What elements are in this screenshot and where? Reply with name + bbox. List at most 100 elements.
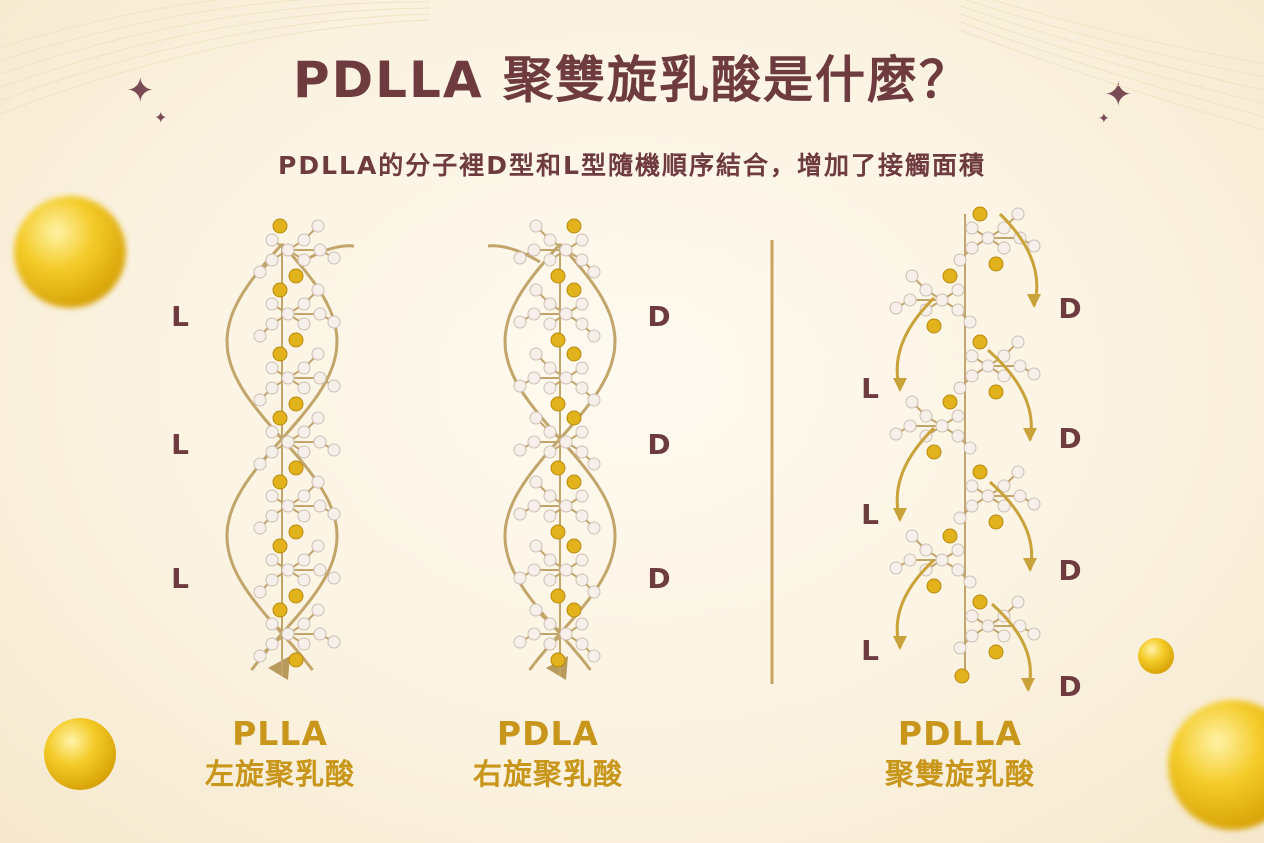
pearl-atom bbox=[587, 329, 601, 343]
pearl-atom bbox=[997, 369, 1011, 383]
gold-atom bbox=[550, 588, 566, 604]
pearl-atom bbox=[1013, 489, 1027, 503]
pearl-atom bbox=[281, 307, 295, 321]
pearl-atom bbox=[559, 499, 573, 513]
helix-strand bbox=[503, 243, 617, 671]
pearl-atom bbox=[559, 435, 573, 449]
gold-atom bbox=[942, 268, 958, 284]
gold-atom bbox=[566, 602, 582, 618]
background-curve bbox=[0, 19, 431, 115]
background-curve bbox=[959, 13, 1264, 104]
arrowhead-icon bbox=[893, 508, 907, 522]
pearl-atom bbox=[587, 457, 601, 471]
pearl-atom bbox=[281, 371, 295, 385]
pearl-atom bbox=[313, 563, 327, 577]
pearl-atom bbox=[297, 489, 311, 503]
pearl-atom bbox=[1011, 207, 1025, 221]
pearl-atom bbox=[587, 585, 601, 599]
pearl-atom bbox=[265, 361, 279, 375]
pearl-atom bbox=[543, 489, 557, 503]
gold-atom bbox=[566, 282, 582, 298]
pearl-atom bbox=[935, 553, 949, 567]
background-curve bbox=[991, 0, 1264, 65]
pearl-atom bbox=[587, 265, 601, 279]
pearl-atom bbox=[587, 393, 601, 407]
pearl-atom bbox=[1011, 595, 1025, 609]
gold-sphere bbox=[14, 196, 126, 308]
pdlla-label-d-1: D bbox=[1058, 292, 1081, 325]
pdlla-label-d-2: D bbox=[1058, 422, 1081, 455]
pearl-atom bbox=[529, 347, 543, 361]
pearl-atom bbox=[529, 219, 543, 233]
gold-atom bbox=[550, 396, 566, 412]
pearl-atom bbox=[253, 457, 267, 471]
pearl-atom bbox=[575, 617, 589, 631]
pearl-atom bbox=[311, 219, 325, 233]
pearl-atom bbox=[297, 425, 311, 439]
pearl-atom bbox=[265, 233, 279, 247]
pearl-atom bbox=[281, 499, 295, 513]
pearl-atom bbox=[543, 317, 557, 331]
pearl-atom bbox=[281, 243, 295, 257]
gold-atom bbox=[272, 474, 288, 490]
pearl-atom bbox=[265, 425, 279, 439]
pearl-atom bbox=[951, 429, 965, 443]
pearl-atom bbox=[513, 507, 527, 521]
background-curve bbox=[0, 13, 431, 102]
pearl-atom bbox=[513, 571, 527, 585]
pearl-atom bbox=[905, 269, 919, 283]
gold-atom bbox=[550, 460, 566, 476]
pearl-atom bbox=[903, 293, 917, 307]
pearl-atom bbox=[313, 627, 327, 641]
pearl-atom bbox=[575, 509, 589, 523]
pearl-atom bbox=[297, 637, 311, 651]
arrowhead-icon bbox=[1023, 428, 1037, 442]
pearl-atom bbox=[889, 427, 903, 441]
pearl-atom bbox=[297, 509, 311, 523]
pearl-atom bbox=[1027, 367, 1041, 381]
page-title: PDLLA 聚雙旋乳酸是什麼？ bbox=[293, 51, 971, 109]
pearl-atom bbox=[527, 563, 541, 577]
pearl-atom bbox=[963, 575, 977, 589]
pearl-atom bbox=[527, 371, 541, 385]
gold-sphere bbox=[44, 718, 116, 790]
pearl-atom bbox=[575, 637, 589, 651]
pearl-atom bbox=[997, 349, 1011, 363]
arrowhead-icon bbox=[1023, 558, 1037, 572]
background-curve bbox=[959, 5, 1264, 91]
pearl-atom bbox=[963, 441, 977, 455]
pearl-atom bbox=[327, 635, 341, 649]
gold-atom bbox=[942, 528, 958, 544]
pearl-atom bbox=[951, 303, 965, 317]
gold-atom bbox=[272, 538, 288, 554]
pearl-atom bbox=[513, 379, 527, 393]
pearl-atom bbox=[1011, 465, 1025, 479]
pearl-atom bbox=[919, 303, 933, 317]
pearl-atom bbox=[965, 221, 979, 235]
gold-atom bbox=[926, 318, 942, 334]
pearl-atom bbox=[513, 635, 527, 649]
pearl-atom bbox=[311, 283, 325, 297]
pearl-atom bbox=[265, 253, 279, 267]
pdla-chinese-name: 右旋聚乳酸 bbox=[472, 757, 623, 791]
pearl-atom bbox=[575, 573, 589, 587]
pdla-name: PDLA bbox=[496, 714, 600, 753]
gold-atom bbox=[972, 594, 988, 610]
pearl-atom bbox=[543, 297, 557, 311]
pearl-atom bbox=[963, 315, 977, 329]
pdla-label-1: D bbox=[647, 300, 670, 333]
pearl-atom bbox=[265, 637, 279, 651]
gold-atom bbox=[988, 256, 1004, 272]
gold-sphere bbox=[1168, 700, 1264, 830]
pearl-atom bbox=[965, 629, 979, 643]
pdla-label-3: D bbox=[647, 562, 670, 595]
pearl-atom bbox=[327, 251, 341, 265]
pearl-atom bbox=[543, 573, 557, 587]
pearl-atom bbox=[297, 297, 311, 311]
pearl-atom bbox=[587, 521, 601, 535]
pearl-atom bbox=[513, 443, 527, 457]
gold-atom bbox=[566, 218, 582, 234]
pearl-atom bbox=[297, 617, 311, 631]
pearl-atom bbox=[575, 361, 589, 375]
